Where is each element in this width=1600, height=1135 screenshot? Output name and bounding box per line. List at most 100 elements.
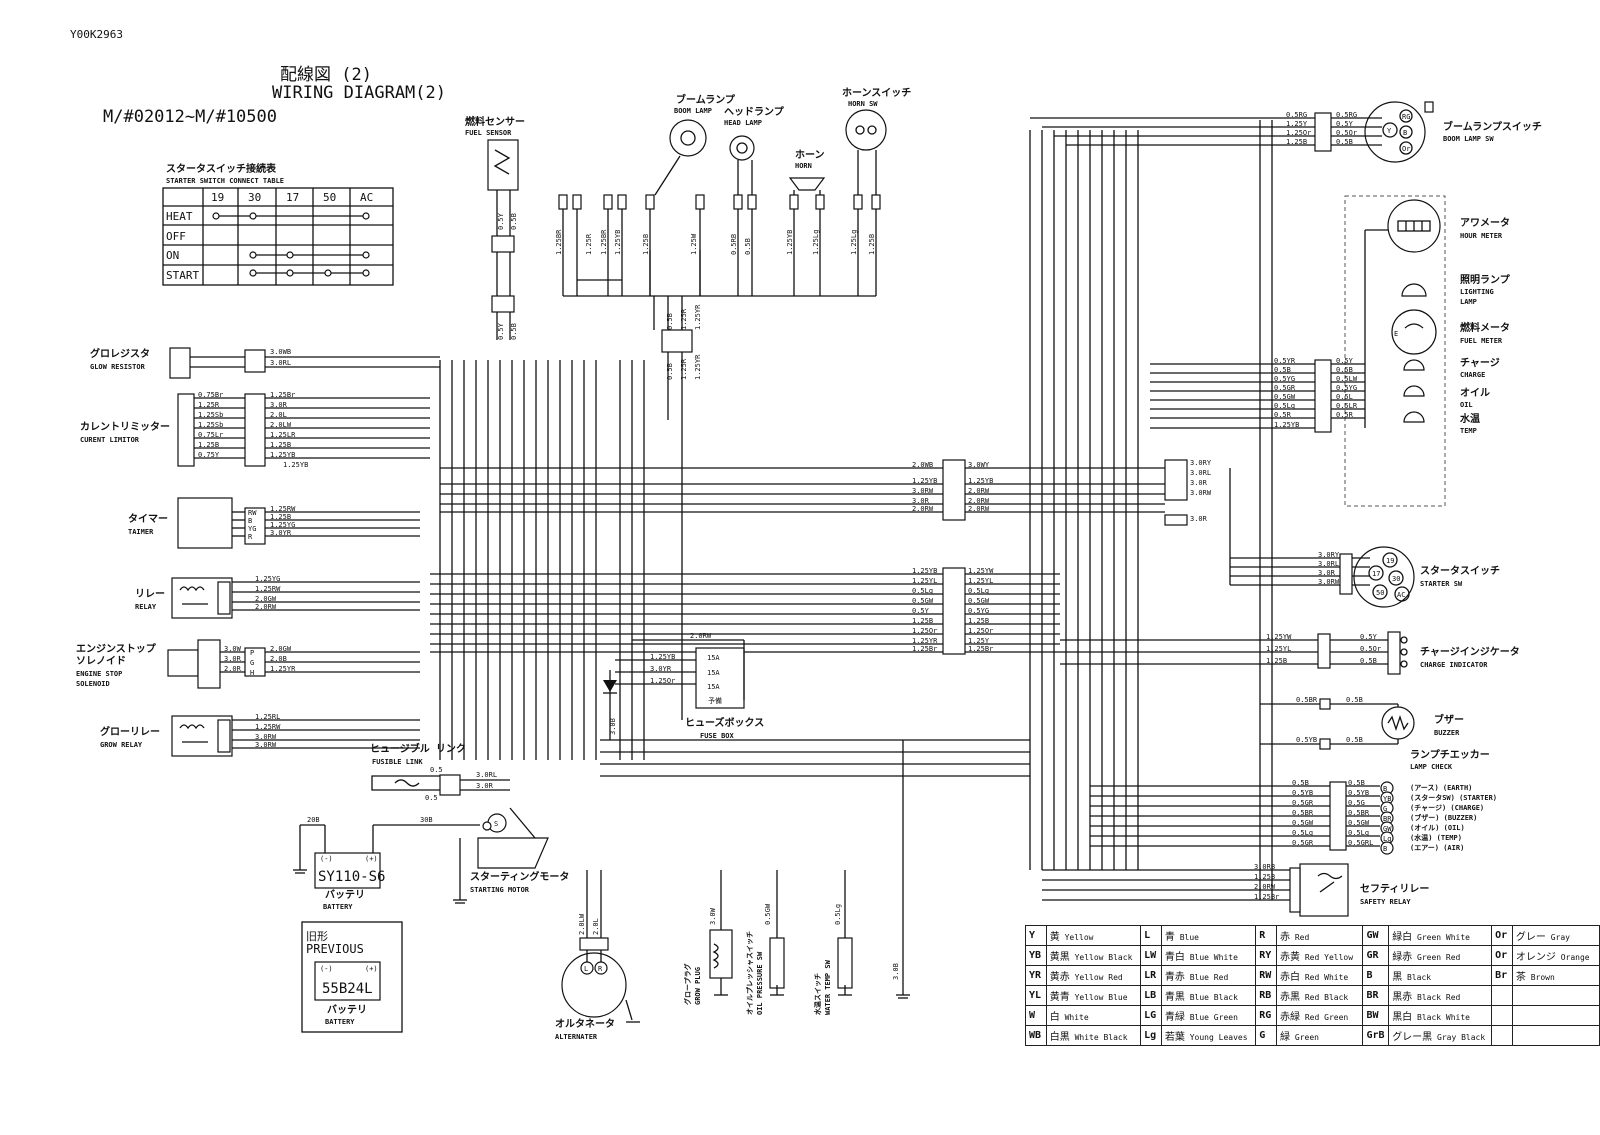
color-code: YR	[1025, 965, 1047, 986]
col-ac: AC	[360, 191, 373, 204]
wire-lamp-check-right: 0.5GRL	[1348, 839, 1373, 847]
lamp-check-pin: G	[1383, 805, 1387, 813]
wire-top-vertical: 1.25R	[585, 233, 593, 255]
alternator: L R	[561, 870, 640, 1023]
label-limitor-en: CURENT LIMITOR	[80, 436, 140, 444]
wire-boom-sw-left: 1.25B	[1286, 138, 1307, 146]
color-name: 緑 Green	[1276, 1025, 1364, 1046]
color-code: RW	[1255, 965, 1278, 986]
glow-relay	[171, 715, 233, 757]
color-name: 黄黒 Yellow Black	[1045, 945, 1142, 966]
starter-pin: AC	[1397, 591, 1405, 599]
wire-center-b-left: 0.5Lg	[912, 587, 933, 595]
fusible-wire-1: 3.0RL	[476, 771, 497, 779]
label-fuel-sensor-en: FUEL SENSOR	[465, 129, 512, 137]
lamp-check-pin: B	[1383, 785, 1387, 793]
wire-bottom: 2.0L	[592, 918, 600, 935]
label-charge-jp: チャージ	[1460, 357, 1500, 369]
wire-glow-relay: 1.25RW	[255, 723, 281, 731]
color-code: LB	[1140, 985, 1162, 1006]
wire-center-lower: 1.25R	[680, 358, 688, 380]
horn-switch	[845, 109, 887, 151]
label-timer-jp: タイマー	[128, 513, 168, 525]
wire-top-vertical: 1.25YB	[614, 230, 622, 255]
solenoid-pin: P	[250, 649, 254, 657]
wire-diode: 3.0B	[609, 718, 617, 735]
lamp-check-pin: YB	[1383, 795, 1391, 803]
starter-switch	[1353, 546, 1415, 608]
starter-pin: 50	[1376, 589, 1384, 597]
solenoid-pin: G	[250, 659, 254, 667]
color-code: GrB	[1362, 1025, 1390, 1046]
wire-center-b-right: 1.25B	[968, 617, 989, 625]
color-code: YL	[1025, 985, 1047, 1006]
starter-pin: 30	[1392, 575, 1400, 583]
label-fuel-meter-jp: 燃料メータ	[1460, 321, 1510, 334]
prev-battery-jp: バッテリ	[327, 1004, 367, 1016]
wire-top-vertical: 1.25BR	[555, 229, 563, 255]
wire-fuse-top: 2.0RW	[690, 632, 712, 640]
svg-text:Or: Or	[1402, 145, 1410, 153]
wire-center-a-left: 2.0RW	[912, 505, 934, 513]
wire-bottom: 3.0B	[892, 963, 900, 980]
label-glow-resistor-en: GLOW RESISTOR	[90, 363, 146, 371]
title-en: WIRING DIAGRAM(2)	[272, 83, 446, 103]
label-solenoid-jp1: エンジンストップ	[76, 642, 157, 655]
wire-glow-relay: 3.0RW	[255, 741, 277, 749]
timer-pin: R	[248, 533, 253, 541]
wire-top-vertical: 0.5B	[744, 238, 752, 255]
wire-meter-right: 0.5Y	[1336, 357, 1354, 365]
label-fusible-en: FUSIBLE LINK	[372, 758, 423, 766]
engine-stop-solenoid	[167, 639, 266, 689]
wire-center-lower: 0.5B	[666, 363, 674, 380]
previous-battery: 旧形 PREVIOUS (-) (+) 55B24L バッテリ BATTERY	[301, 921, 403, 1033]
wire-timer: 3.0YR	[270, 529, 292, 537]
wire-limitor-right: 3.0R	[270, 401, 288, 409]
wire-center-a-right: 2.0RW	[968, 487, 990, 495]
color-code: Y	[1025, 925, 1047, 946]
wire-meter-left: 0.5GR	[1274, 384, 1296, 392]
wire-top-vertical: 1.25W	[690, 233, 698, 255]
wire-limitor-left: 1.25Sb	[198, 421, 223, 429]
label-hour-meter-en: HOUR METER	[1460, 232, 1503, 240]
color-code: BR	[1362, 985, 1390, 1006]
wire-center-b-right: 1.25Y	[968, 637, 990, 645]
color-name: 青 Blue	[1160, 925, 1257, 946]
wire-charge-ind-left: 1.25B	[1266, 657, 1287, 665]
wire-center-a-left: 3.0RW	[912, 487, 934, 495]
wire-lamp-check-right: 0.5B	[1348, 779, 1365, 787]
wire-buzzer: 0.5B	[1346, 696, 1363, 704]
color-code: YB	[1025, 945, 1047, 966]
relay	[171, 577, 233, 619]
label-charge-en: CHARGE	[1460, 371, 1485, 379]
color-name: 赤白 Red White	[1276, 965, 1364, 986]
wire-center-a-right: 2.0RW	[968, 497, 990, 505]
color-name: 赤黄 Red Yellow	[1276, 945, 1364, 966]
wire-charge-ind-right: 0.5B	[1360, 657, 1377, 665]
label-horn-jp: ホーン	[795, 149, 825, 161]
wire-boom-sw-right: 0.5Y	[1336, 120, 1354, 128]
wire-meter-right: 0.5YG	[1336, 384, 1357, 392]
wire-top-vertical: 1.25Lg	[812, 230, 820, 255]
wire-buzzer: 0.5YB	[1296, 736, 1317, 744]
label-glow-resistor-jp: グロレジスタ	[90, 347, 150, 360]
label-fusible-jp: ヒュージブル リンク	[370, 742, 466, 755]
wire-meter-left: 0.5Lg	[1274, 402, 1295, 410]
wire-limitor-left: 1.25Sb	[198, 411, 223, 419]
lamp-check-item: (チャージ) (CHARGE)	[1410, 804, 1484, 812]
lamp-check-item: (オイル) (OIL)	[1410, 824, 1465, 832]
water-temp-switch	[837, 870, 853, 989]
battery-model: SY110-S6	[318, 869, 385, 885]
label-timer-en: TAIMER	[128, 528, 154, 536]
wire-solenoid-right: 1.25YR	[270, 665, 296, 673]
oil-pressure-switch	[769, 870, 785, 989]
svg-text:R: R	[598, 965, 603, 973]
fuse-1: 15A	[707, 654, 720, 662]
fusible-size-1: 0.5	[430, 766, 443, 774]
col-17: 17	[286, 191, 299, 204]
